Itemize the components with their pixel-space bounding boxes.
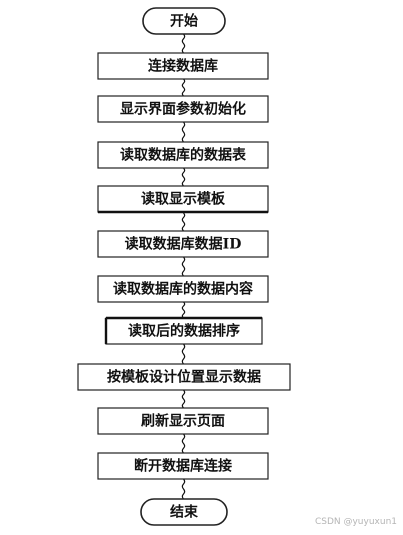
process-step-5: 读取数据库数据ID <box>97 230 269 258</box>
process-label-2: 显示界面参数初始化 <box>120 101 246 118</box>
connector-10 <box>181 433 186 454</box>
process-step-9: 刷新显示页面 <box>97 407 269 435</box>
connector-5 <box>181 212 186 232</box>
process-box-9 <box>97 407 269 435</box>
process-box-2 <box>97 95 269 123</box>
process-label-3: 读取数据库的数据表 <box>120 147 247 164</box>
process-box-3 <box>97 141 269 169</box>
flow-connectors <box>181 33 186 500</box>
process-step-8: 按模板设计位置显示数据 <box>77 363 291 391</box>
connector-8 <box>181 343 186 365</box>
process-box-1 <box>97 52 269 80</box>
end-node: 结束 <box>140 498 228 526</box>
connector-3 <box>181 121 186 143</box>
end-terminal-shape <box>140 498 228 526</box>
start-label: 开始 <box>170 13 198 30</box>
process-step-1: 连接数据库 <box>97 52 269 80</box>
start-terminal-shape <box>142 7 226 35</box>
process-step-4: 读取显示模板 <box>97 185 269 214</box>
end-label: 结束 <box>170 504 199 521</box>
process-step-2: 显示界面参数初始化 <box>97 95 269 123</box>
process-step-3: 读取数据库的数据表 <box>97 141 269 169</box>
process-step-6: 读取数据库的数据内容 <box>97 275 269 303</box>
process-label-9: 刷新显示页面 <box>141 413 225 430</box>
process-box-4 <box>97 185 269 213</box>
connector-9 <box>181 389 186 409</box>
process-label-6: 读取数据库的数据内容 <box>113 281 253 298</box>
connector-6 <box>181 256 186 277</box>
connector-2 <box>181 78 186 97</box>
process-label-4: 读取显示模板 <box>141 191 226 208</box>
process-step-10: 断开数据库连接 <box>97 452 269 480</box>
process-step-7: 读取后的数据排序 <box>104 316 263 345</box>
process-label-5: 读取数据库数据ID <box>125 236 242 253</box>
connector-7 <box>181 301 186 319</box>
connector-1 <box>181 33 186 54</box>
process-box-8 <box>77 363 291 391</box>
watermark: CSDN @yuyuxun1 <box>314 517 397 527</box>
process-label-7: 读取后的数据排序 <box>128 323 240 340</box>
process-box-5 <box>97 230 269 258</box>
process-label-1: 连接数据库 <box>148 58 218 75</box>
connector-4 <box>181 167 186 187</box>
connector-11 <box>181 478 186 500</box>
process-box-10 <box>97 452 269 480</box>
process-box-6 <box>97 275 269 303</box>
process-label-8: 按模板设计位置显示数据 <box>107 369 261 386</box>
start-node: 开始 <box>142 7 226 35</box>
process-label-10: 断开数据库连接 <box>134 458 232 475</box>
